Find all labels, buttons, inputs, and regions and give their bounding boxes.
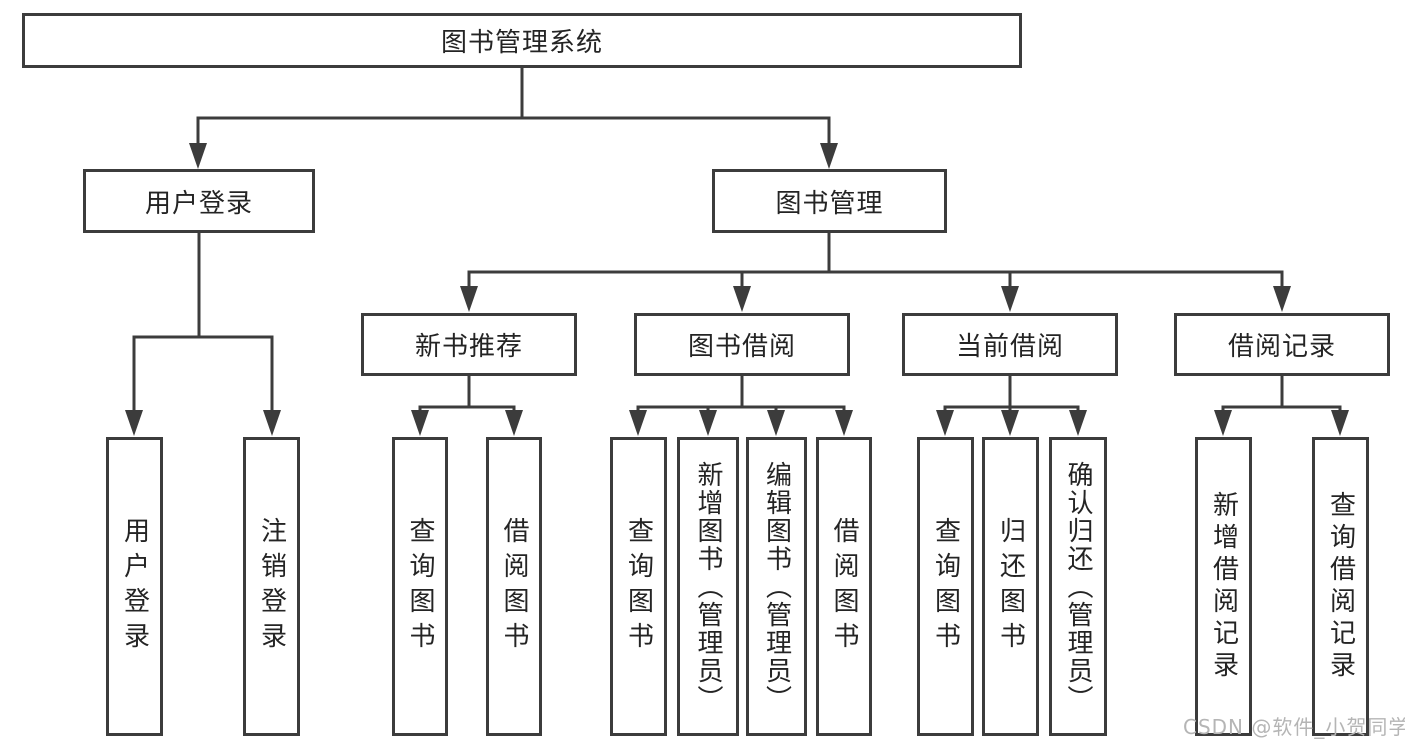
leaf-confirm-return-admin: 确认归还（管理员） [1049,437,1107,736]
leaf-return-book-label: 归还图书 [995,516,1026,657]
arrowhead [733,286,751,312]
arrowhead [835,410,853,436]
arrowhead [1331,410,1349,436]
connector-currentborrow-to-leaves [943,374,1080,414]
arrowhead [125,410,143,436]
arrowhead [629,410,647,436]
connector-borrowrecords-to-leaves [1221,374,1342,414]
leaf-query-books-1: 查询图书 [392,437,448,736]
leaf-logout-label: 注销登录 [256,516,287,657]
csdn-watermark: CSDN @软件_小贺同学 [1183,715,1405,739]
arrowhead [1001,286,1019,312]
arrowhead [411,410,429,436]
node-book-borrow: 图书借阅 [634,313,850,376]
arrowhead [189,143,207,169]
node-book-borrow-label: 图书借阅 [687,332,796,362]
arrowhead [1214,410,1232,436]
leaf-query-books-3-label: 查询图书 [930,516,961,657]
arrowhead [505,410,523,436]
leaf-add-borrow-record-label: 新增借阅记录 [1208,490,1239,683]
leaf-query-books-2-label: 查询图书 [623,516,654,657]
connector-root-to-level1 [196,66,831,148]
arrowhead [699,410,717,436]
leaf-borrow-books-2: 借阅图书 [816,437,872,736]
leaf-user-login-label: 用户登录 [119,516,150,657]
leaf-add-borrow-record: 新增借阅记录 [1195,437,1252,736]
node-book-management-label: 图书管理 [775,188,884,219]
arrowhead [1001,410,1019,436]
node-new-book-recommend: 新书推荐 [361,313,577,376]
arrowhead [263,410,281,436]
leaf-borrow-books-1: 借阅图书 [486,437,542,736]
leaf-logout: 注销登录 [243,437,300,736]
leaf-query-books-2: 查询图书 [610,437,667,736]
connector-newbook-to-leaves [418,374,516,414]
leaf-user-login: 用户登录 [106,437,163,736]
leaf-query-borrow-record-label: 查询借阅记录 [1325,490,1356,683]
leaf-borrow-books-2-label: 借阅图书 [829,516,859,657]
arrowheads [125,143,1349,436]
leaf-return-book: 归还图书 [982,437,1039,736]
leaf-query-books-1-label: 查询图书 [405,516,435,657]
leaf-edit-book-admin: 编辑图书（管理员） [746,437,807,736]
leaf-edit-book-admin-label: 编辑图书（管理员） [761,460,792,713]
arrowhead [936,410,954,436]
leaf-borrow-books-1-label: 借阅图书 [499,516,529,657]
arrowhead [767,410,785,436]
node-book-management: 图书管理 [712,169,947,233]
connector-userlogin-to-leaves [132,231,274,414]
connector-bookborrow-to-leaves [636,374,846,414]
node-borrow-records: 借阅记录 [1174,313,1390,376]
leaf-confirm-return-admin-label: 确认归还（管理员） [1063,460,1093,713]
leaf-add-book-admin: 新增图书（管理员） [677,437,739,736]
node-root-label: 图书管理系统 [440,28,603,58]
node-user-login-label: 用户登录 [144,188,253,219]
arrowhead [820,143,838,169]
node-current-borrow-label: 当前借阅 [955,332,1064,362]
leaf-query-borrow-record: 查询借阅记录 [1312,437,1369,736]
node-current-borrow: 当前借阅 [902,313,1118,376]
node-new-book-recommend-label: 新书推荐 [414,332,523,362]
leaf-add-book-admin-label: 新增图书（管理员） [693,460,723,713]
arrowhead [1273,286,1291,312]
arrowhead [460,286,478,312]
node-root: 图书管理系统 [22,13,1022,68]
leaf-query-books-3: 查询图书 [917,437,974,736]
arrowhead [1069,410,1087,436]
connector-bookmgmt-to-level2 [467,231,1284,291]
node-user-login: 用户登录 [83,169,315,233]
node-borrow-records-label: 借阅记录 [1227,332,1336,362]
